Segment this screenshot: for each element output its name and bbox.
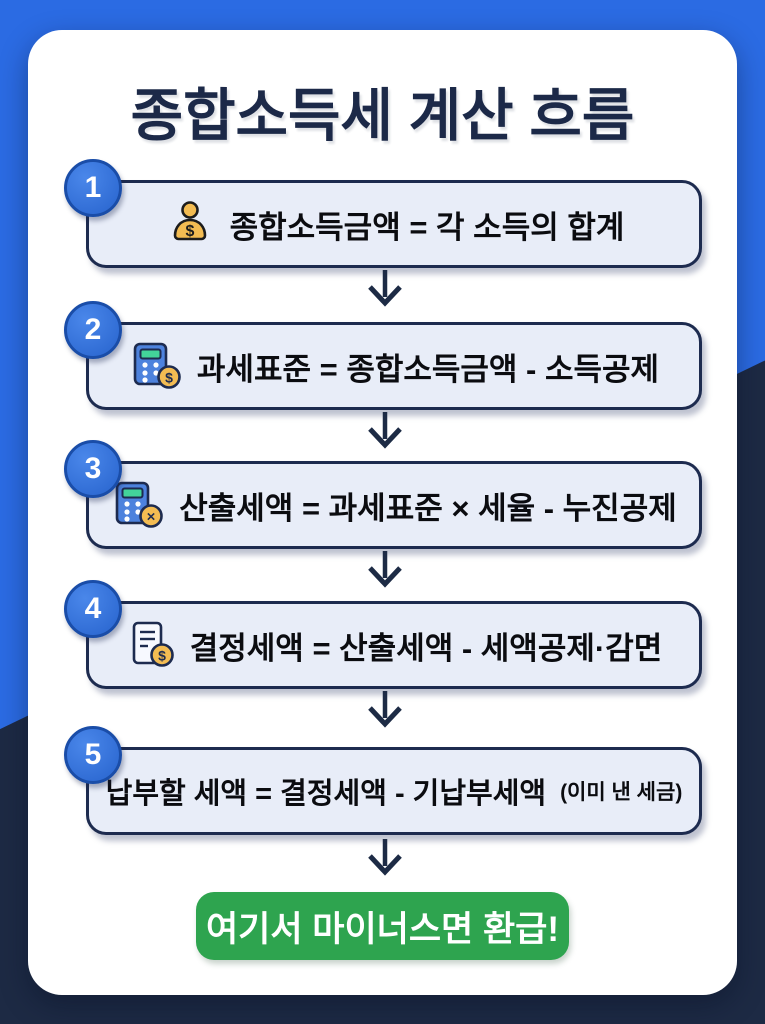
- down-arrow-icon: [368, 270, 402, 307]
- calculator-coin-icon: $: [133, 342, 181, 389]
- step-1-box: $ 종합소득금액 = 각 소득의 합계: [86, 180, 702, 268]
- document-coin-icon: $: [132, 621, 174, 667]
- down-arrow-icon: [368, 551, 402, 588]
- calculator-x-icon: ×: [115, 481, 164, 528]
- svg-text:×: ×: [147, 509, 156, 526]
- step-4: 4 $ 결정세액 = 산출세액 - 세액공제·감면: [64, 580, 702, 689]
- svg-text:$: $: [158, 648, 166, 664]
- step-1: 1 $ 종합소득금액 = 각 소득의 합계: [64, 159, 702, 268]
- svg-text:$: $: [165, 370, 173, 386]
- step-3-box: × 산출세액 = 과세표준 × 세율 - 누진공제: [86, 461, 702, 549]
- person-money-icon: $: [173, 201, 206, 241]
- step-3-number-badge: 3: [64, 440, 122, 498]
- step-5: 5 납부할 세액 = 결정세액 - 기납부세액 (이미 낸 세금): [64, 726, 702, 835]
- step-4-text: 결정세액 = 산출세액 - 세액공제·감면: [189, 630, 663, 666]
- svg-text:$: $: [185, 223, 194, 240]
- step-2-number-badge: 2: [64, 301, 122, 359]
- step-5-text: 납부할 세액 = 결정세액 - 기납부세액: [105, 778, 547, 810]
- down-arrow-icon: [368, 691, 402, 728]
- step-5-number-badge: 5: [64, 726, 122, 784]
- step-1-text: 종합소득금액 = 각 소득의 합계: [229, 209, 625, 245]
- step-4-box: $ 결정세액 = 산출세액 - 세액공제·감면: [86, 601, 702, 689]
- step-4-number-badge: 4: [64, 580, 122, 638]
- content-card: 종합소득세 계산 흐름 1 $ 종합소득금액 = 각 소득의 합계 2: [28, 30, 737, 995]
- step-5-text-note: (이미 낸 세금): [560, 781, 683, 804]
- page-title: 종합소득세 계산 흐름: [130, 84, 635, 148]
- step-1-number-badge: 1: [64, 159, 122, 217]
- step-3: 3 × 산출세액 = 과세표준 × 세율 - 누진공제: [64, 440, 702, 549]
- step-5-box: 납부할 세액 = 결정세액 - 기납부세액 (이미 낸 세금): [86, 747, 702, 835]
- step-2: 2 $ 과세표준 = 종합소득금액 - 소득공제: [64, 301, 702, 410]
- step-3-text: 산출세액 = 과세표준 × 세율 - 누진공제: [179, 490, 677, 526]
- down-arrow-icon: [368, 839, 402, 876]
- refund-result-badge: 여기서 마이너스면 환급!: [196, 892, 569, 960]
- step-2-text: 과세표준 = 종합소득금액 - 소득공제: [196, 351, 660, 387]
- down-arrow-icon: [368, 412, 402, 449]
- step-2-box: $ 과세표준 = 종합소득금액 - 소득공제: [86, 322, 702, 410]
